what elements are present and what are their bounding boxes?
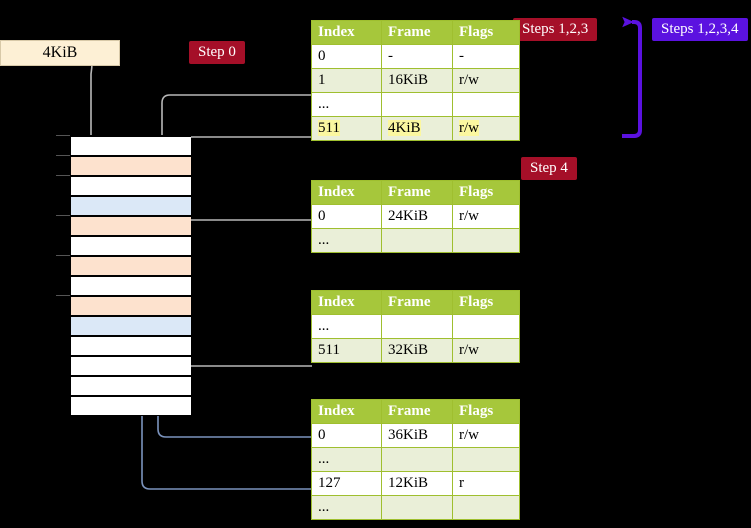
cell-flags: r/w <box>452 338 520 363</box>
memory-frame-5 <box>71 236 191 256</box>
table-row: ... <box>311 92 520 117</box>
table-row: ... <box>311 447 520 472</box>
memory-frame-9 <box>71 316 191 336</box>
table-row: 0-- <box>311 44 520 69</box>
highlight-mark: 511 <box>318 120 340 136</box>
cell-index: 511 <box>311 116 382 141</box>
column-header-flags: Flags <box>452 290 520 315</box>
cell-frame: 4KiB <box>381 116 453 141</box>
memory-frame-10 <box>71 336 191 356</box>
column-header-index: Index <box>311 290 382 315</box>
cell-flags: r/w <box>452 68 520 93</box>
memory-column <box>70 135 191 416</box>
cell-frame <box>381 228 453 253</box>
badge-steps-123: Steps 1,2,3 <box>513 18 598 41</box>
cell-flags: r/w <box>452 116 520 141</box>
memory-size-label: 4KiB <box>0 40 120 66</box>
cell-flags <box>452 447 520 472</box>
memory-tick-2 <box>56 175 70 176</box>
memory-frame-1 <box>71 156 191 176</box>
memory-frame-8 <box>71 296 191 316</box>
cell-index: 0 <box>311 44 382 69</box>
column-header-frame: Frame <box>381 20 453 45</box>
memory-frame-2 <box>71 176 191 196</box>
cell-index: ... <box>311 314 382 339</box>
table-row: ... <box>311 495 520 520</box>
badge-step-0: Step 0 <box>189 41 245 64</box>
table-row: ... <box>311 228 520 253</box>
cell-index: 0 <box>311 204 382 229</box>
memory-frame-6 <box>71 256 191 276</box>
column-header-frame: Frame <box>381 180 453 205</box>
memory-tick-6 <box>56 255 70 256</box>
badge-steps-1234: Steps 1,2,3,4 <box>652 18 748 41</box>
column-header-flags: Flags <box>452 20 520 45</box>
cell-frame: 36KiB <box>381 423 453 448</box>
cell-index: 511 <box>311 338 382 363</box>
cell-flags <box>452 495 520 520</box>
column-header-index: Index <box>311 20 382 45</box>
memory-frame-7 <box>71 276 191 296</box>
cell-frame <box>381 447 453 472</box>
memory-tick-1 <box>56 155 70 156</box>
cell-index: 1 <box>311 68 382 93</box>
cell-frame: 32KiB <box>381 338 453 363</box>
cell-index: ... <box>311 447 382 472</box>
cell-index: 0 <box>311 423 382 448</box>
column-header-index: Index <box>311 399 382 424</box>
memory-frame-11 <box>71 356 191 376</box>
table-row: ... <box>311 314 520 339</box>
memory-frame-4 <box>71 216 191 236</box>
column-header-index: Index <box>311 180 382 205</box>
memory-frame-13 <box>71 396 191 416</box>
cell-frame: 16KiB <box>381 68 453 93</box>
column-header-frame: Frame <box>381 290 453 315</box>
cell-flags <box>452 228 520 253</box>
cell-flags <box>452 314 520 339</box>
column-header-frame: Frame <box>381 399 453 424</box>
badge-step-4: Step 4 <box>521 157 577 180</box>
column-header-flags: Flags <box>452 180 520 205</box>
memory-frame-3 <box>71 196 191 216</box>
cell-index: ... <box>311 228 382 253</box>
memory-tick-8 <box>56 295 70 296</box>
cell-flags: r <box>452 471 520 496</box>
cell-frame: 24KiB <box>381 204 453 229</box>
highlight-mark: 4KiB <box>388 120 421 136</box>
memory-frame-12 <box>71 376 191 396</box>
cell-frame <box>381 495 453 520</box>
cell-flags: r/w <box>452 204 520 229</box>
cell-frame: 12KiB <box>381 471 453 496</box>
cell-index: 127 <box>311 471 382 496</box>
cell-flags: r/w <box>452 423 520 448</box>
cell-frame <box>381 92 453 117</box>
memory-frame-0 <box>71 136 191 156</box>
cell-index: ... <box>311 92 382 117</box>
table-row: 511 4KiB r/w <box>311 116 520 141</box>
memory-tick-0 <box>56 135 70 136</box>
memory-tick-4 <box>56 215 70 216</box>
cell-frame: - <box>381 44 453 69</box>
highlight-mark: r/w <box>459 120 479 136</box>
cell-flags: - <box>452 44 520 69</box>
cell-flags <box>452 92 520 117</box>
cell-frame <box>381 314 453 339</box>
column-header-flags: Flags <box>452 399 520 424</box>
cell-index: ... <box>311 495 382 520</box>
